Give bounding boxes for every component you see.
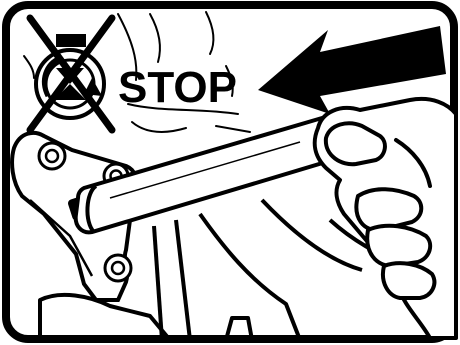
bolt-top: [39, 143, 65, 169]
clock-top-bar: [56, 34, 86, 47]
finger-2: [367, 226, 430, 266]
bolt-bottom: [105, 255, 131, 281]
finger-3: [383, 263, 434, 298]
crossed-out-clock-icon: [30, 18, 112, 130]
stop-label: STOP: [118, 63, 237, 112]
